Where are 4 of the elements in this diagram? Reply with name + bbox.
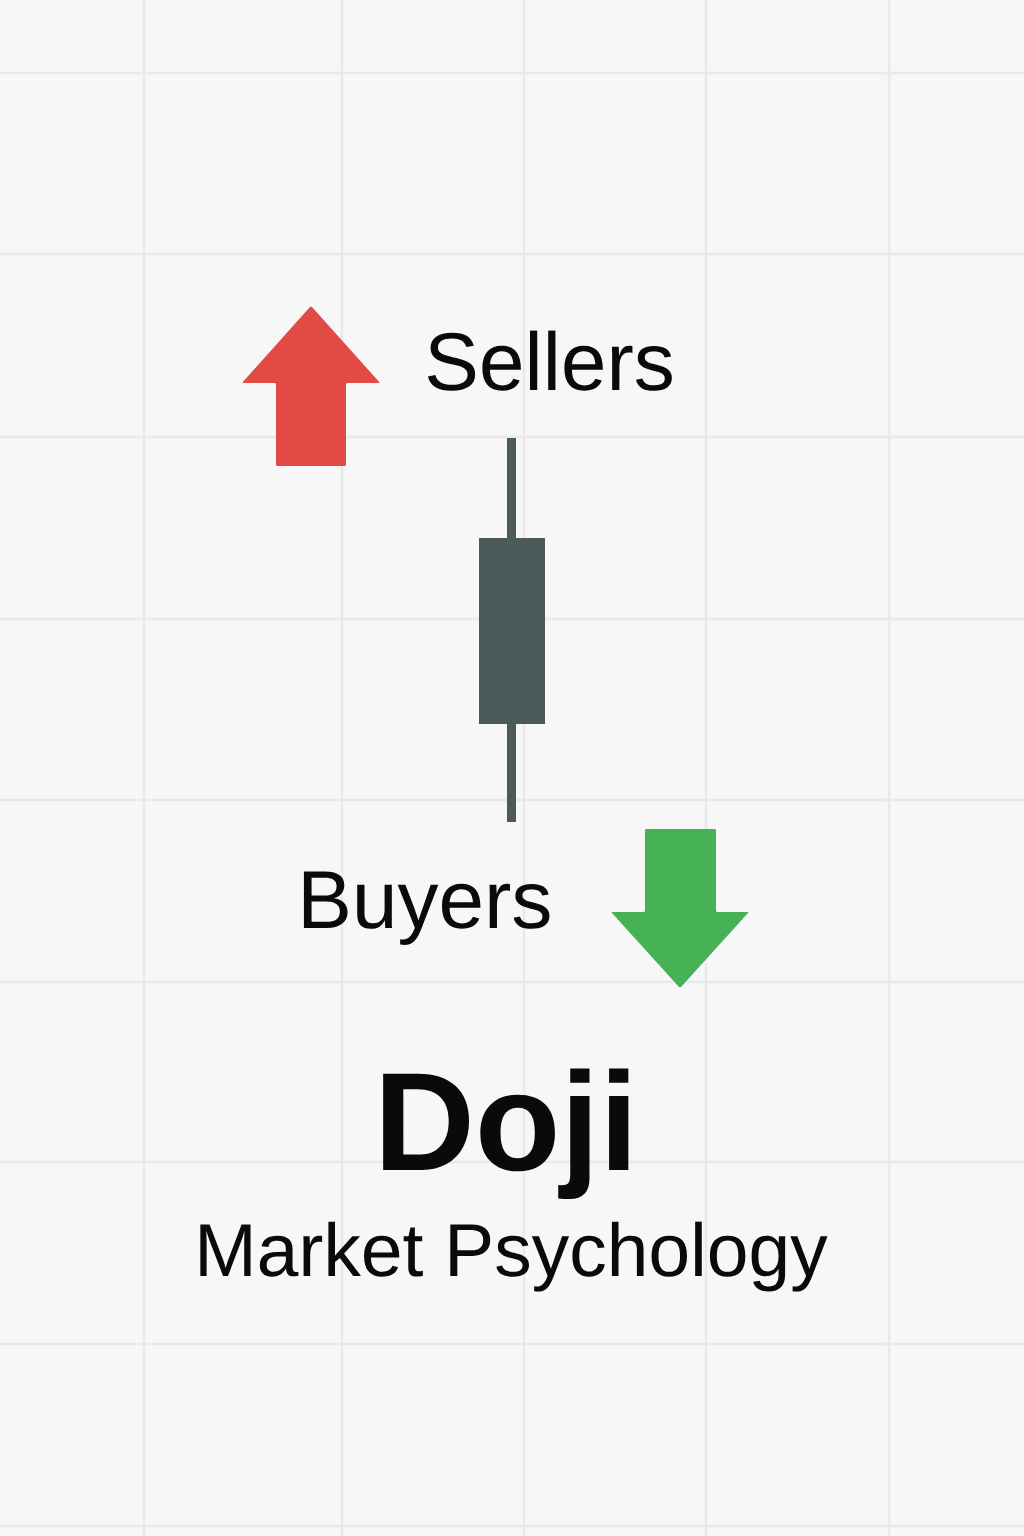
label: Buyers bbox=[303, 871, 550, 945]
subtitle: Market Psychology bbox=[200, 1221, 828, 1292]
title: Doji bbox=[383, 1068, 629, 1200]
label: Sellers bbox=[427, 330, 672, 391]
